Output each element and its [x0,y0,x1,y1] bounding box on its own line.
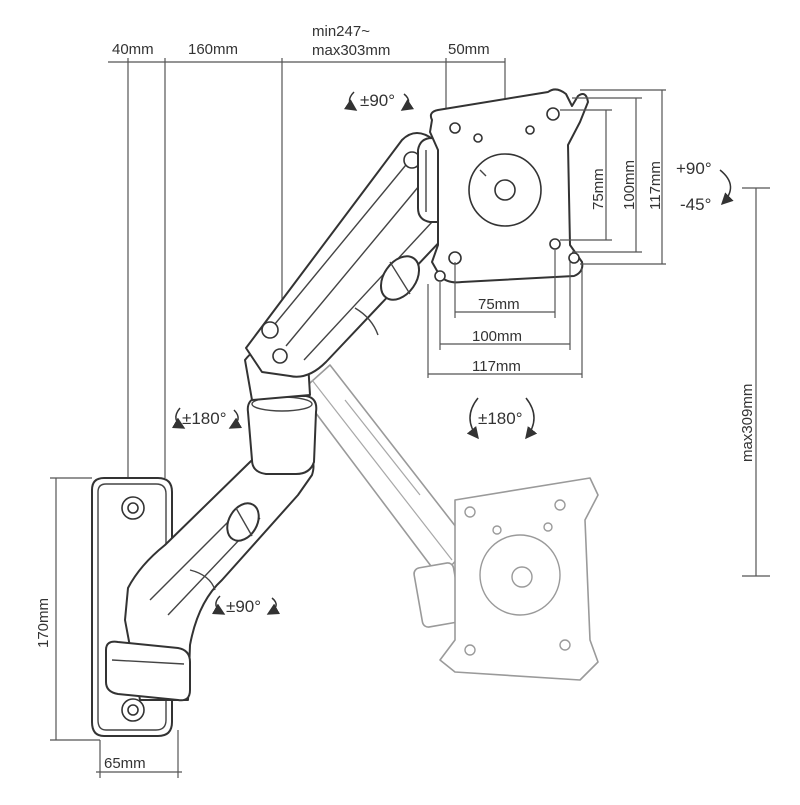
vesa-117-horizontal-label: 117mm [472,358,521,375]
base-swivel-rotation-icon [211,595,281,615]
base-swivel-label: ±90° [226,597,261,616]
lowered-arm-ghost [299,364,471,628]
head-depth-label: 50mm [448,41,490,58]
arm-segment-label: 160mm [188,41,238,58]
head-swivel-label: ±90° [360,91,395,110]
vesa-plate [429,88,589,284]
tilt-rotation-icon [719,169,734,206]
top-dimension-lines [108,58,506,478]
vesa-100-vertical-label: 100mm [621,160,638,210]
screen-rotation-icon [466,397,538,440]
vesa-117-vertical-label: 117mm [647,161,664,210]
lower-arm [124,450,315,701]
wall-offset-label: 40mm [112,41,154,58]
vesa-75-vertical-label: 75mm [590,168,607,210]
elbow-swivel-label: ±180° [182,409,227,428]
upper-arm [245,132,449,378]
plate-dimension-lines [50,477,182,778]
max-height-dimension [742,187,770,577]
head-swivel-rotation-icon [343,91,415,111]
lowered-vesa-plate [439,477,599,681]
tilt-up-label: +90° [676,159,712,178]
vesa-horizontal-dimensions [427,250,583,378]
vesa-75-horizontal-label: 75mm [478,296,520,313]
plate-height-label: 170mm [35,598,52,648]
elbow-swivel-rotation-icon [171,407,243,429]
max-height-label: max309mm [739,384,756,462]
extension-max-label: max303mm [312,42,390,59]
extension-min-label: min247~ [312,23,370,40]
vesa-100-horizontal-label: 100mm [472,328,522,345]
tilt-down-label: -45° [680,195,711,214]
plate-width-label: 65mm [104,755,146,772]
screen-rotation-label: ±180° [478,409,523,428]
collar-clamp [105,640,191,702]
vesa-vertical-dimensions [560,89,666,265]
